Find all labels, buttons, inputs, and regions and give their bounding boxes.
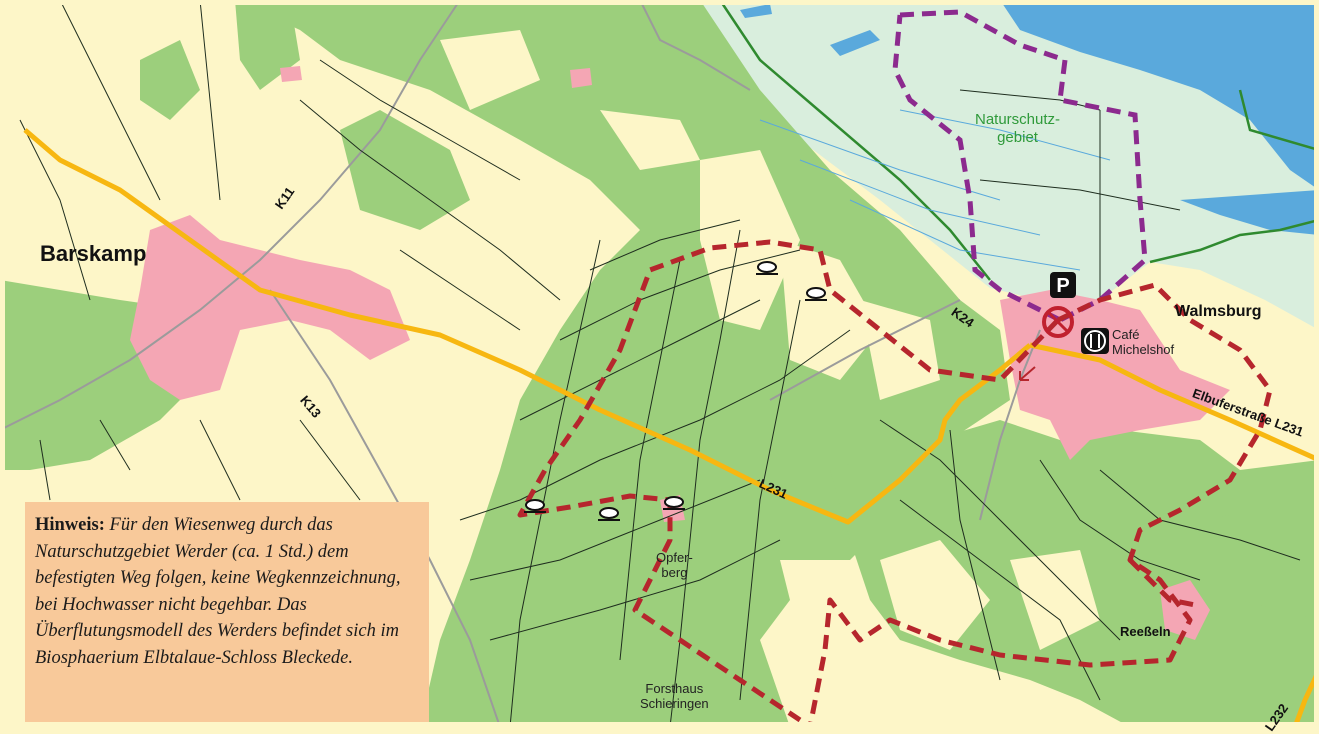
start-point-icon [1042,306,1074,338]
town-label-walmsburg: Walmsburg [1175,303,1262,320]
forest-clearings [440,30,1100,650]
burial-mound-icon [524,261,827,521]
note-box: Hinweis: Für den Wiesenweg durch das Nat… [25,502,429,722]
reserve-label: Naturschutz- gebiet [975,111,1061,146]
place-label-forsthaus: Forsthaus Schieringen [640,681,709,711]
reserve-route [892,9,1148,323]
restaurant-icon [1081,328,1109,354]
oxbow-lake [1180,190,1319,235]
route-direction-arrow [1019,366,1036,381]
elbe-river [1000,0,1319,190]
town-label-reesseln: Reeßeln [1120,624,1171,639]
forest-paths [19,0,1301,727]
svg-text:P: P [1056,275,1069,297]
note-heading: Hinweis: [35,515,105,535]
road-l231-east [1029,342,1319,463]
floodplain-meadow [660,0,1319,330]
pond [830,30,880,56]
place-label-cafe: Café Michelshof [1112,327,1175,357]
pond [740,4,772,18]
town-label-barskamp: Barskamp [40,241,147,266]
note-text: Für den Wiesenweg durch das Naturschutzg… [35,515,401,668]
parking-icon: P [1050,272,1076,298]
reserve-boundary [718,0,1319,281]
road-l231-west [23,128,1032,525]
hiking-routes [517,239,1273,727]
place-label-opferberg: Opfer- berg [656,550,693,580]
